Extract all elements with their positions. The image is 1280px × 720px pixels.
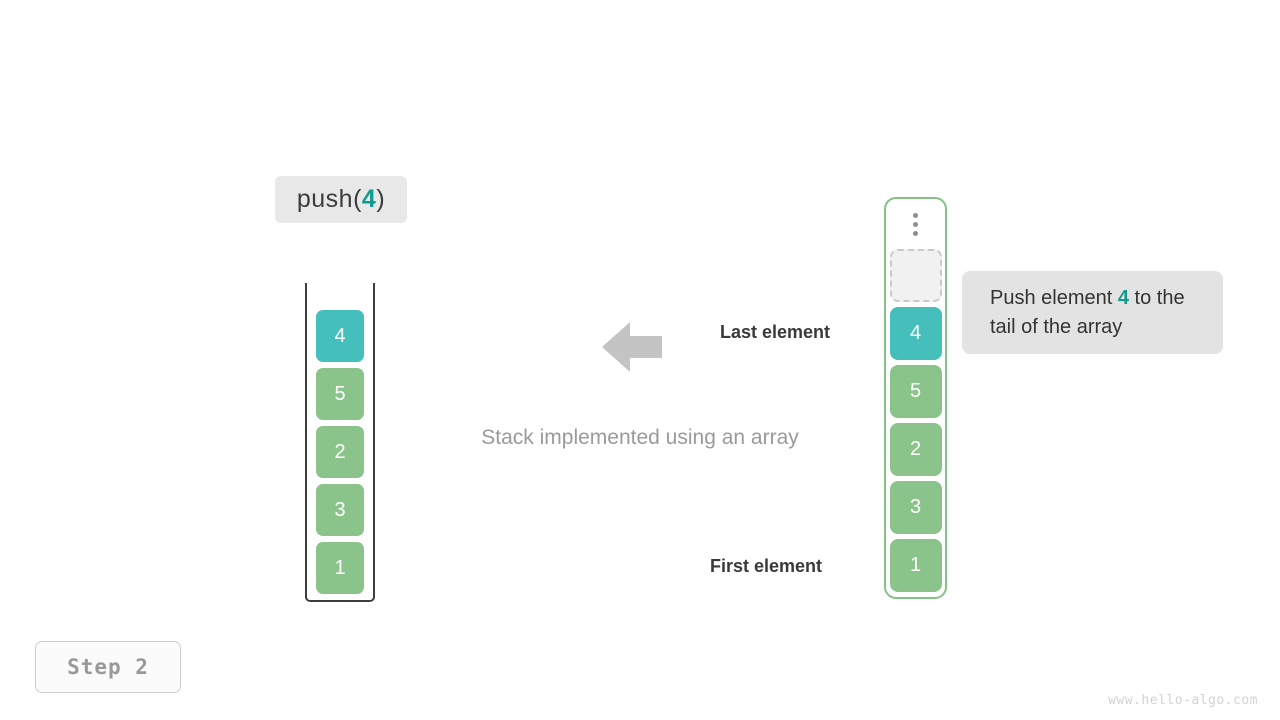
stack-cell-value: 3 [334,498,346,521]
explanation-tooltip-text: Push element 4 to the tail of the array [990,284,1195,342]
stack-cell: 3 [316,484,364,536]
stack-cell: 2 [316,426,364,478]
left-arrow-icon [602,321,662,373]
stack-cell: 5 [316,368,364,420]
stack-cell-value: 2 [334,440,346,463]
stack-cell-value: 1 [334,556,346,579]
array-cell-value: 4 [909,322,922,344]
operation-label: push(4) [275,176,407,223]
array-cell: 4 [889,307,942,360]
array-cell-value: 2 [909,438,922,460]
tooltip-text-before: Push element [990,286,1118,309]
step-badge: Step 2 [35,641,181,693]
ellipsis-dot [913,222,918,227]
operation-label-suffix: ) [376,185,386,213]
stack-cell-value: 4 [334,324,346,347]
tooltip-text-after: to the tail of the array [990,286,1185,338]
array-cell: 2 [889,423,942,476]
array-cell-value: 3 [909,496,922,518]
stack-cell-list: 4 5 2 3 1 [307,310,373,594]
stack-container: 4 5 2 3 1 [305,283,375,602]
array-cell: 5 [889,365,942,418]
array-cell-value: 1 [909,554,922,576]
first-element-label: First element [710,556,823,576]
tooltip-text-value: 4 [1117,286,1129,309]
array-cell: 1 [889,539,942,592]
stack-cell: 1 [316,542,364,594]
watermark: www.hello-algo.com [1108,693,1258,708]
array-container: 4 5 2 3 1 [884,197,947,599]
stack-cell-value: 5 [334,382,346,405]
array-empty-slot [889,249,942,302]
array-cell: 3 [889,481,942,534]
last-element-label: Last element [720,322,831,342]
ellipsis-dot [913,231,918,236]
diagram-caption: Stack implemented using an array [481,426,799,449]
explanation-tooltip: Push element 4 to the tail of the array [962,271,1223,354]
ellipsis-dot [913,213,918,218]
array-cell-value: 5 [909,380,922,402]
vertical-ellipsis-icon [886,213,945,236]
operation-label-prefix: push( [296,185,362,213]
operation-label-value: 4 [361,185,377,213]
stack-cell: 4 [316,310,364,362]
array-cell-list: 4 5 2 3 1 [886,249,945,592]
